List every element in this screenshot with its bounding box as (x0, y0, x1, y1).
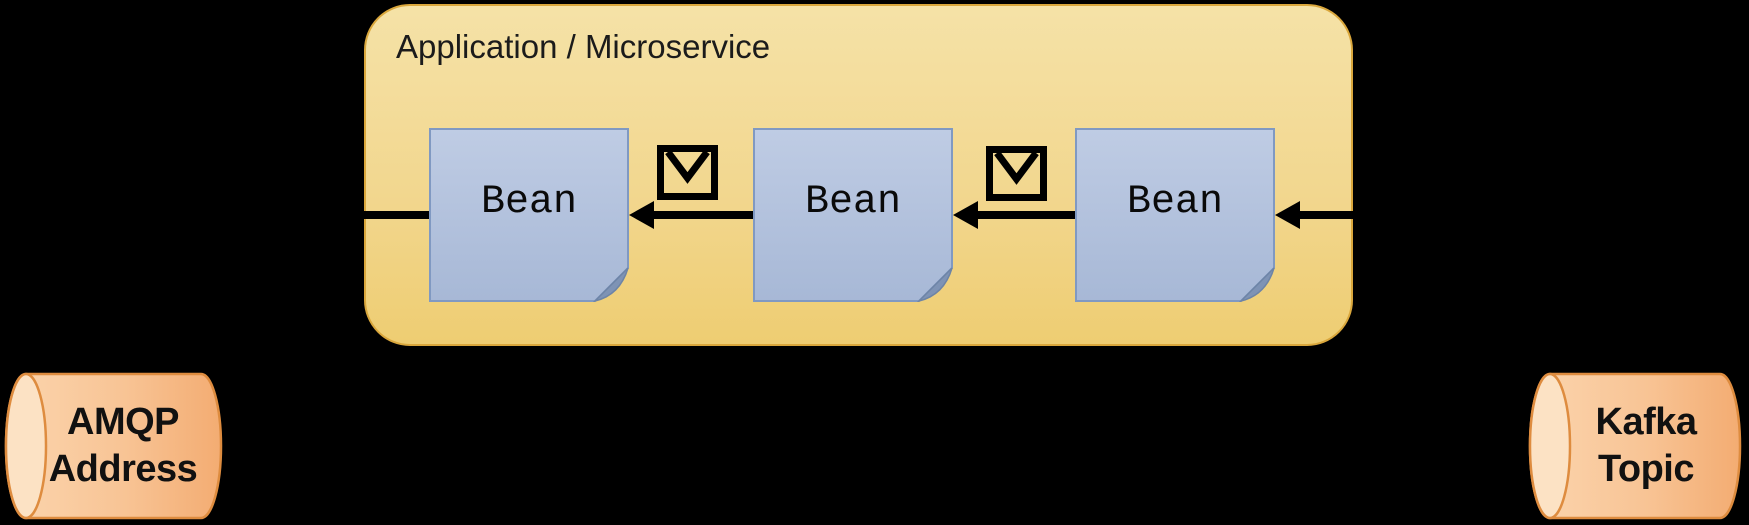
arrow-kafka-to-bean3-line (1300, 211, 1520, 219)
arrow-to-amqp-line (251, 211, 429, 219)
bean-label: Bean (480, 180, 577, 225)
amqp-label-line2: Address (48, 448, 198, 490)
arrow-bean3-to-bean2-line (978, 211, 1075, 219)
arrow-kafka-to-bean3-head-icon (1275, 201, 1300, 229)
arrow-bean3-to-bean2-head-icon (953, 201, 978, 229)
bean-node-2: Bean (753, 128, 953, 302)
kafka-topic-cylinder: Kafka Topic (1527, 372, 1743, 520)
kafka-label-line1: Kafka (1595, 401, 1698, 443)
bean-node-1: Bean (429, 128, 629, 302)
kafka-topic-label: Kafka Topic (1551, 399, 1741, 493)
bean-node-3: Bean (1075, 128, 1275, 302)
application-title: Application / Microservice (396, 28, 771, 65)
amqp-address-label: AMQP Address (28, 399, 218, 493)
bean-label: Bean (1126, 180, 1223, 225)
bean-label: Bean (804, 180, 901, 225)
arrow-bean2-to-bean1-line (654, 211, 753, 219)
amqp-address-cylinder: AMQP Address (3, 372, 224, 520)
message-envelope-icon (986, 146, 1047, 201)
amqp-label-line1: AMQP (67, 401, 180, 443)
message-envelope-icon (657, 145, 718, 200)
kafka-label-line2: Topic (1597, 448, 1695, 490)
arrow-to-amqp-head-icon (226, 201, 251, 229)
arrow-bean2-to-bean1-head-icon (629, 201, 654, 229)
